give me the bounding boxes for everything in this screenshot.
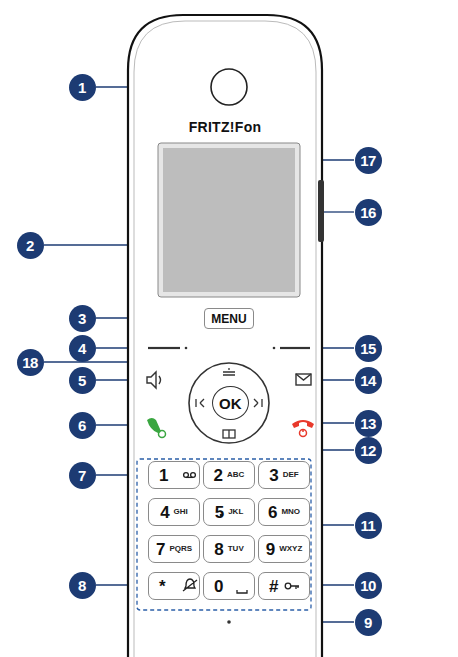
brand-name: FRITZ!Fon [128, 119, 322, 135]
key-letters: MNO [281, 508, 300, 516]
callout-number: 18 [17, 349, 44, 376]
callout-number: 6 [69, 412, 96, 439]
keypad-key: # [258, 572, 310, 600]
callout-number: 16 [355, 199, 382, 226]
phone-housing: FRITZ!FonMENU OK 1 2 ABC 3 DEF 4 GHI 5 JKL 6 MNO 7 PQR… [128, 15, 322, 657]
callout-number: 11 [355, 512, 382, 539]
keypad-key: * [148, 572, 200, 600]
menu-key: MENU [204, 308, 254, 329]
ok-key: OK [212, 386, 249, 420]
callout-number: 17 [355, 147, 382, 174]
keypad-key: 4 GHI [148, 498, 200, 526]
key-digit: 5 [215, 504, 224, 521]
keypad-key: 5 JKL [203, 498, 255, 526]
key-digit: 1 [159, 467, 168, 484]
key-digit: 6 [268, 504, 277, 521]
key-digit: 9 [266, 541, 275, 558]
key-letters: DEF [283, 471, 299, 479]
key-letters: ABC [227, 471, 244, 479]
callout-number: 12 [355, 437, 382, 464]
callout-number: 10 [355, 572, 382, 599]
key-letters: GHI [174, 508, 188, 516]
key-digit: 0 [214, 578, 223, 595]
keypad-key: 8 TUV [203, 535, 255, 563]
key-digit: # [269, 578, 278, 595]
callout-number: 9 [355, 609, 382, 636]
key-letters: WXYZ [279, 545, 302, 553]
keypad-key: 9 WXYZ [258, 535, 310, 563]
callout-number: 4 [69, 335, 96, 362]
key-digit: * [159, 578, 166, 595]
key-digit: 7 [156, 541, 165, 558]
callout-number: 8 [69, 572, 96, 599]
keypad-key: 2 ABC [203, 461, 255, 489]
keypad-key: 7 PQRS [148, 535, 200, 563]
keypad-key: 6 MNO [258, 498, 310, 526]
callout-number: 2 [17, 232, 44, 259]
key-digit: 4 [160, 504, 169, 521]
callout-number: 3 [69, 305, 96, 332]
callout-number: 13 [355, 410, 382, 437]
callout-number: 1 [69, 74, 96, 101]
callout-number: 15 [355, 335, 382, 362]
key-digit: 8 [214, 541, 223, 558]
key-letters: PQRS [169, 545, 192, 553]
key-label: MENU [211, 312, 246, 326]
key-letters: TUV [228, 545, 244, 553]
key-label: OK [219, 395, 242, 412]
key-digit: 3 [269, 467, 278, 484]
keypad-key: 3 DEF [258, 461, 310, 489]
keypad-key: 1 [148, 461, 200, 489]
callout-number: 7 [69, 462, 96, 489]
callout-number: 5 [69, 367, 96, 394]
key-digit: 2 [214, 467, 223, 484]
keypad-key: 0 [203, 572, 255, 600]
callout-number: 14 [355, 367, 382, 394]
key-letters: JKL [228, 508, 243, 516]
